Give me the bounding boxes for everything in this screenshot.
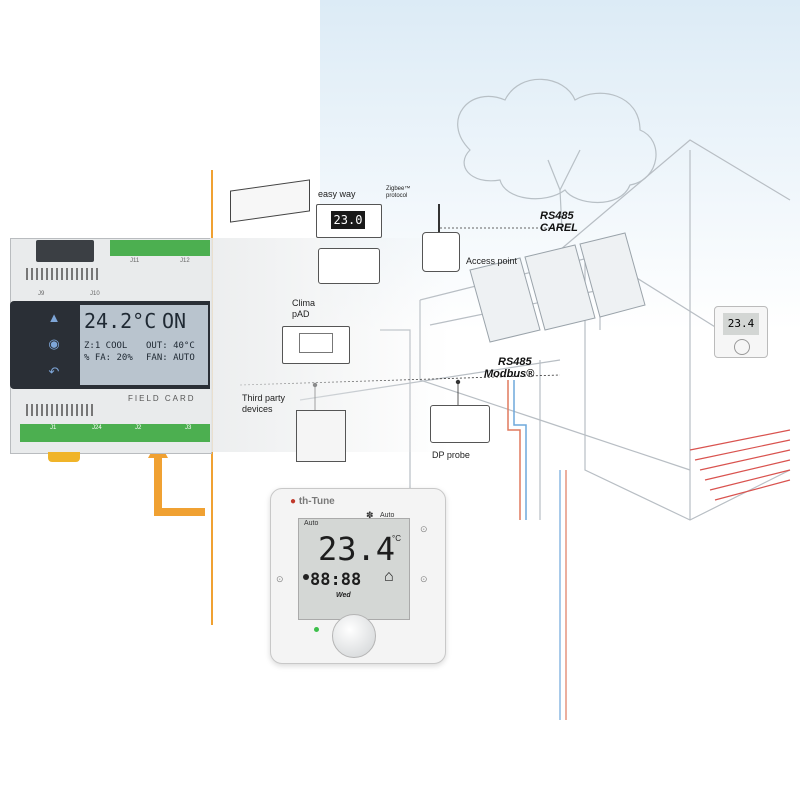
port-label-j3: J3 (185, 425, 192, 431)
prg-button[interactable]: ◉ (48, 336, 60, 351)
clima-label-2: pAD (292, 309, 310, 319)
din-clip (48, 452, 80, 462)
field-card-label: FIELD CARD (128, 394, 196, 403)
easy-way-display: 23.0 (331, 211, 365, 229)
lcd-fresh-air: % FA: 20% (84, 353, 133, 363)
terminal-block-top (110, 240, 210, 256)
zigbee-label: Zigbee™ protocol (386, 186, 411, 199)
up-button-icon[interactable]: ⊙ (420, 524, 428, 534)
third-party-label-1: Third party (242, 393, 286, 403)
tree-trunk (547, 149, 581, 231)
port-label-j1: J1 (50, 425, 57, 431)
lcd-fan: FAN: AUTO (146, 353, 195, 363)
clock-dot-icon (303, 574, 309, 580)
clima-pad-device (282, 326, 350, 364)
vent-slots-bottom (26, 404, 96, 416)
rs485-carel-label-1: RS485 (540, 210, 574, 222)
underfloor-heating (689, 429, 791, 501)
access-point-antenna (438, 204, 440, 232)
rs485-modbus-label-1: RS485 (498, 356, 532, 368)
dp-probe-device (430, 405, 490, 443)
home-icon: ⌂ (384, 568, 394, 585)
lcd-zone-mode: Z:1 COOL (84, 341, 128, 351)
bus-node (455, 379, 461, 385)
th-tune-clock: 88:88 (310, 570, 362, 590)
port-label-j12: J12 (180, 258, 190, 264)
th-tune-brand: ● th-Tune (290, 496, 335, 507)
th-tune-screen (298, 518, 410, 620)
down-button-icon[interactable]: ⊙ (420, 574, 428, 584)
th-tune-brand-text: th-Tune (298, 496, 335, 507)
ethernet-ports (36, 240, 94, 262)
easy-way-controller: 23.0 (316, 204, 382, 238)
carel-logo-icon: ● (290, 496, 299, 507)
port-label-j2: J2 (135, 425, 142, 431)
terminal-block-bottom (20, 424, 210, 442)
vent-slots-top (26, 268, 98, 280)
port-label-j11: J11 (130, 258, 140, 264)
tree-outline (457, 78, 657, 204)
blank-panel-icon (318, 248, 380, 284)
esc-button[interactable]: ↶ (48, 364, 60, 379)
rs485-modbus-label-2: Modbus® (484, 368, 535, 380)
solar-panels (469, 232, 646, 343)
third-party-device (296, 410, 346, 462)
cold-pipe (513, 380, 527, 520)
lcd-status: ON (162, 309, 187, 333)
left-button-icon[interactable]: ⊙ (276, 574, 284, 584)
port-label-j24: J24 (92, 425, 102, 431)
port-label-j9: J9 (38, 291, 45, 297)
status-led (314, 627, 319, 632)
rs485-carel-label-2: CAREL (540, 222, 578, 234)
fan-icon: ✽ (366, 510, 374, 520)
lcd-display: 24.2°C ON Z:1 COOL OUT: 40°C % FA: 20% F… (80, 305, 208, 385)
orange-connector (154, 450, 205, 516)
th-tune-knob[interactable] (332, 614, 376, 658)
clima-pad-screen (299, 333, 333, 353)
lcd-temperature: 24.2°C (84, 309, 157, 333)
port-label-j10: J10 (90, 291, 100, 297)
easy-way-label: easy way (318, 189, 356, 199)
th-tune-temperature: 23.4 (318, 530, 396, 568)
th-tune-day: Wed (336, 592, 351, 599)
th-tune-mode-left: Auto (304, 520, 319, 527)
access-point-device (422, 232, 460, 272)
wall-thermostat-knob (734, 339, 750, 355)
third-party-label-2: devices (242, 404, 273, 414)
th-tune-mode-right: Auto (380, 512, 395, 519)
clima-label-1: Clima (292, 298, 316, 308)
access-point-label: Access point (466, 256, 518, 266)
lcd-outdoor-temp: OUT: 40°C (146, 341, 195, 351)
th-tune-unit: °C (392, 534, 401, 543)
dp-probe-label: DP probe (432, 450, 470, 460)
hot-pipe (507, 380, 521, 520)
wall-thermostat-display: 23.4 (723, 313, 759, 335)
wall-thermostat-small: 23.4 (714, 306, 768, 358)
alarm-button[interactable]: ▲ (47, 310, 61, 325)
